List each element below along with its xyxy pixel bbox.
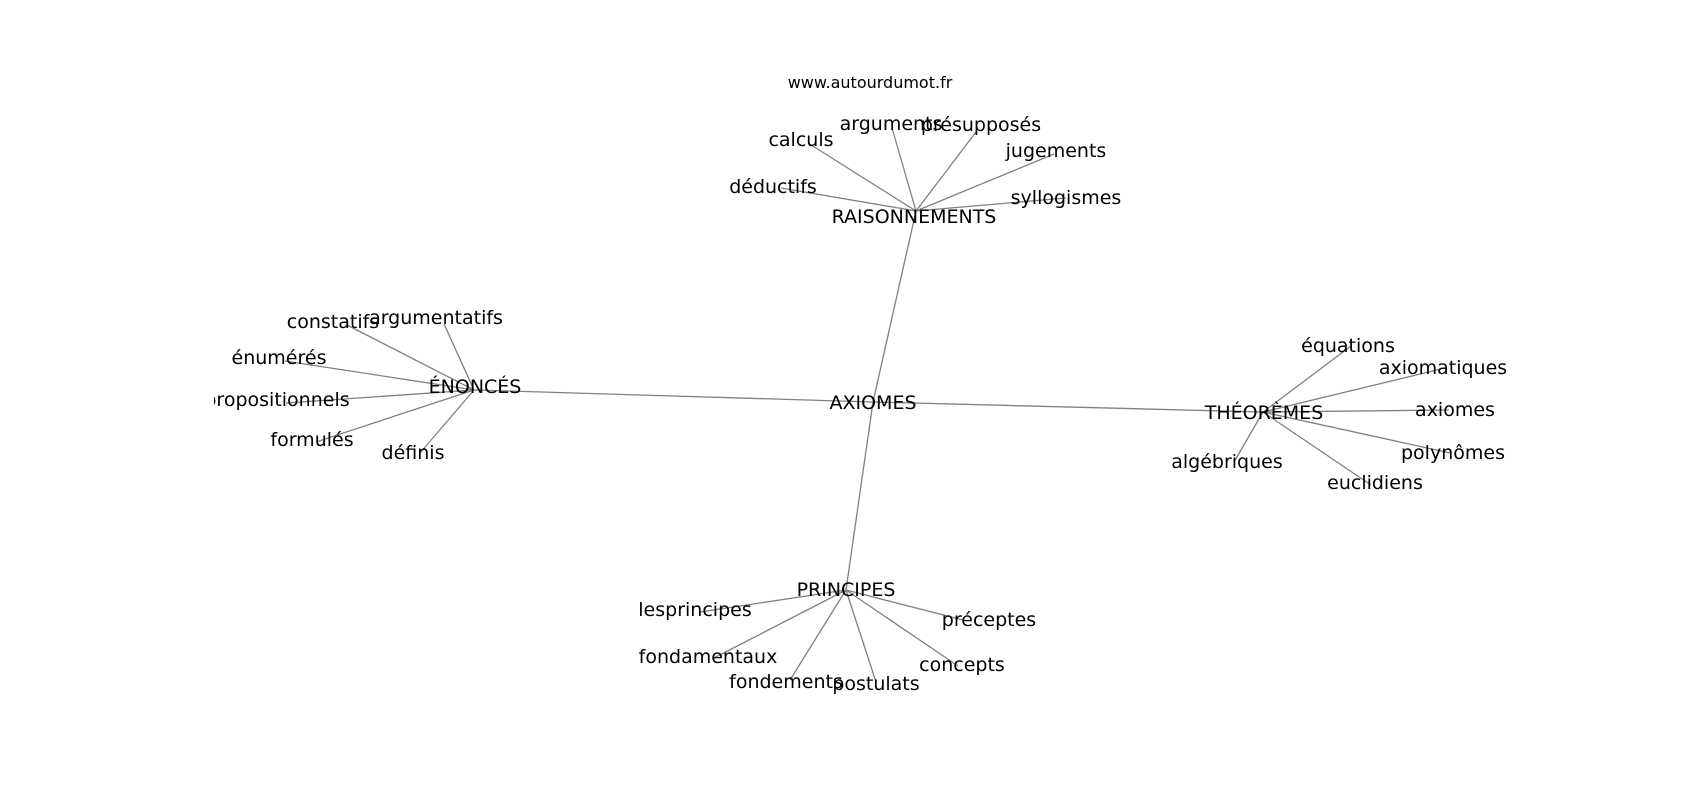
node-raisonnements-syllogismes: syllogismes [1011, 187, 1122, 209]
node-raisonnements-arguments: arguments [840, 113, 943, 135]
edge-theoremes-0 [1262, 345, 1352, 413]
node-principes-lesprincipes: lesprincipes [638, 599, 751, 621]
edge-principes-5 [845, 589, 877, 683]
edge-raisonnements-1 [891, 127, 917, 212]
node-principes-postulats: postulats [832, 673, 919, 695]
left-crop-mask [0, 0, 214, 800]
label-layer: www.autourdumot.fr AXIOMES RAISONNEMENTS… [204, 73, 1507, 695]
node-hub-principes: PRINCIPES [797, 579, 896, 601]
node-enonces-argumentatifs: argumentatifs [369, 307, 503, 329]
node-principes-concepts: concepts [919, 654, 1005, 676]
node-theoremes-polynomes: polynômes [1401, 442, 1505, 464]
edge-center-enonces [473, 389, 874, 403]
node-theoremes-equations: équations [1301, 335, 1395, 357]
edge-principes-0 [699, 589, 847, 613]
edge-raisonnements-2 [915, 131, 977, 212]
edge-layer [284, 127, 1451, 683]
source-credit: www.autourdumot.fr [788, 73, 953, 92]
edge-center-theoremes [872, 401, 1264, 413]
edge-enonces-5 [419, 389, 475, 454]
node-raisonnements-jugements: jugements [1005, 140, 1107, 162]
edge-theoremes-3 [1262, 411, 1451, 454]
node-theoremes-axiomatiques: axiomatiques [1379, 357, 1507, 379]
node-principes-preceptes: préceptes [942, 609, 1036, 631]
node-enonces-propositionnels: propositionnels [204, 389, 349, 411]
edge-principes-4 [789, 589, 847, 681]
edge-enonces-0 [346, 324, 475, 391]
edge-enonces-3 [285, 389, 475, 404]
node-enonces-formules: formulés [270, 429, 353, 451]
edge-principes-3 [845, 589, 959, 667]
node-center: AXIOMES [829, 392, 916, 414]
edge-enonces-2 [284, 360, 475, 391]
edge-raisonnements-4 [780, 187, 917, 212]
edge-raisonnements-0 [807, 142, 917, 212]
edge-enonces-1 [443, 323, 475, 391]
edge-principes-2 [713, 589, 847, 659]
node-hub-enonces: ÉNONCÉS [429, 375, 522, 398]
edge-theoremes-2 [1262, 409, 1450, 413]
edge-enonces-4 [315, 389, 475, 443]
edge-principes-1 [845, 589, 964, 621]
node-enonces-constatifs: constatifs [287, 311, 379, 333]
node-principes-fondements: fondements [729, 671, 843, 693]
node-hub-theoremes: THÉORÈMES [1204, 401, 1324, 424]
edge-theoremes-5 [1262, 411, 1372, 486]
edge-theoremes-4 [1233, 411, 1264, 463]
edge-raisonnements-3 [915, 153, 1055, 212]
node-theoremes-algebriques: algébriques [1171, 451, 1283, 473]
node-theoremes-euclidiens: euclidiens [1327, 472, 1423, 494]
node-enonces-enumeres: énumérés [232, 347, 327, 369]
edge-center-principes [845, 401, 874, 591]
node-raisonnements-deductifs: déductifs [729, 176, 817, 198]
edge-theoremes-1 [1262, 368, 1442, 413]
edge-raisonnements-5 [915, 197, 1067, 212]
node-raisonnements-calculs: calculs [768, 129, 833, 151]
node-enonces-definis: définis [382, 442, 445, 464]
node-principes-fondamentaux: fondamentaux [639, 646, 778, 668]
node-raisonnements-presupposes: présupposés [921, 114, 1041, 136]
edge-center-raisonnements [872, 210, 917, 403]
node-theoremes-axiomes: axiomes [1415, 399, 1495, 421]
node-hub-raisonnements: RAISONNEMENTS [832, 206, 997, 228]
